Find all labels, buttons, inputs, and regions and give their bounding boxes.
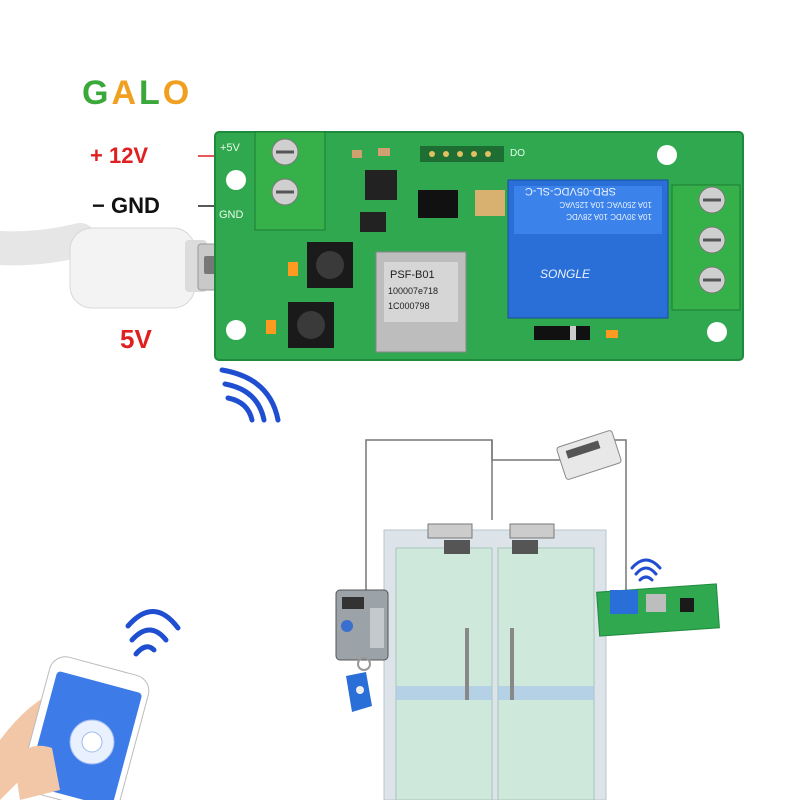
pin-label-gnd: GND [219,209,244,221]
wifi-signal-icon [219,367,281,423]
power-supply [556,430,622,480]
led-orange-1 [288,262,298,276]
door-wiring [365,439,627,590]
relay-model: SRD-05VDC-SL-C [525,185,616,197]
brand-logo-letter: G [82,74,112,112]
phone-in-hand [0,656,150,800]
wifi-signal-icon-door [630,558,662,582]
relay-rating-1: 10A 250VAC 10A 125VAC [559,200,652,209]
relay-brand: SONGLE [540,267,591,281]
brand-logo-letter: A [111,74,140,112]
label-minus-gnd: − GND [92,193,160,218]
brand-logo-letter: O [162,74,193,112]
brand-logo-letter: L [139,74,163,112]
access-keypad [335,589,389,661]
module-text-2: 100007e718 [388,286,438,296]
led-orange-2 [266,320,276,334]
small-relay-board [596,583,720,637]
module-text-1: PSF-B01 [390,269,435,281]
module-text-3: 1C000798 [388,301,430,311]
glass-door [383,523,607,800]
rfid-keyfob [346,657,372,712]
brand-logo: GALO [82,74,192,113]
relay-board: +5V GND DO PSF-B0 [214,131,744,361]
led-orange-3 [606,330,618,338]
usb-cable [0,223,244,309]
relay-rating-2: 10A 30VDC 10A 28VDC [566,212,652,221]
pin-label-5v: +5V [220,142,241,154]
pin-label-do: DO [510,148,525,159]
label-plus-12v: + 12V [90,143,149,168]
wifi-signal-icon-phone [125,609,181,657]
label-5v: 5V [120,324,152,354]
